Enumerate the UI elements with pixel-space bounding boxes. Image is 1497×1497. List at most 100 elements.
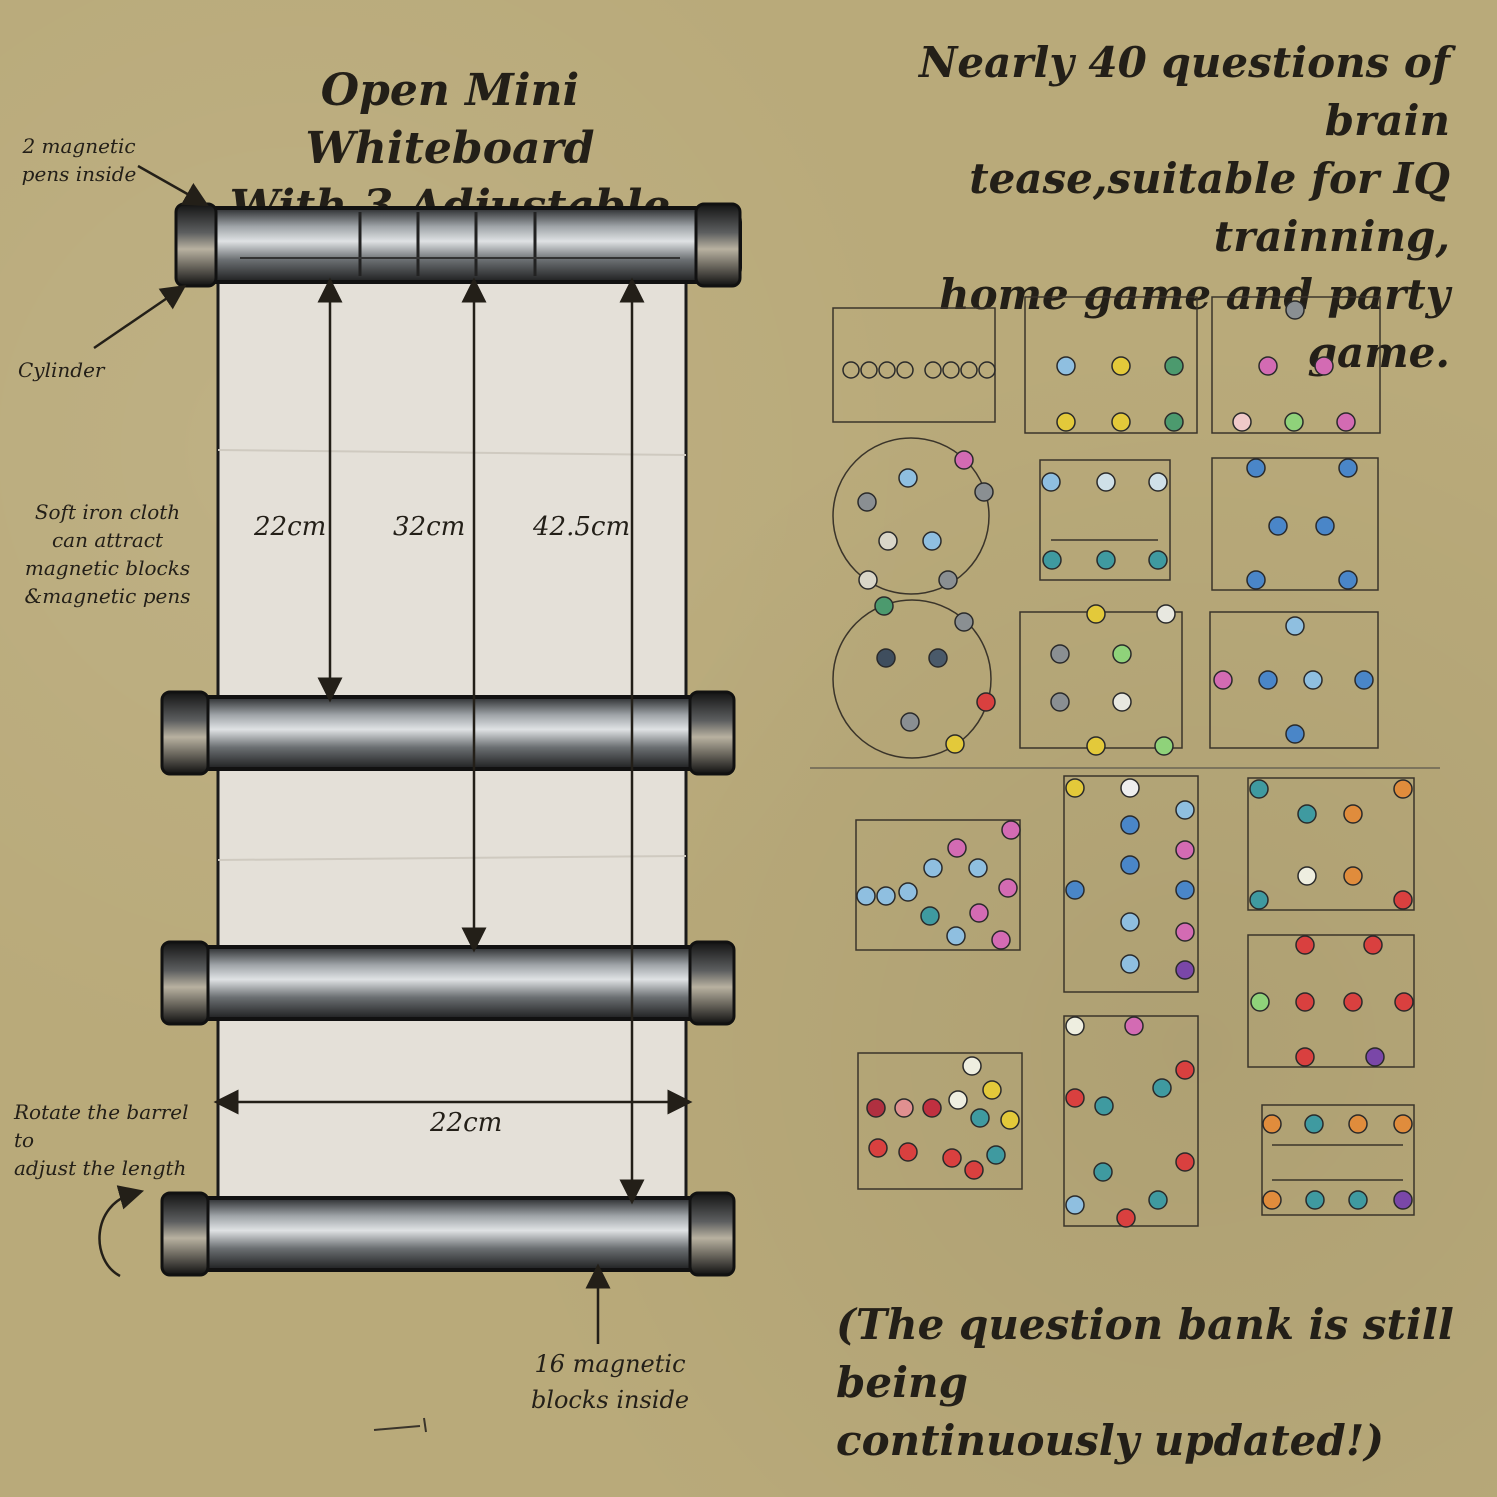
puzzle-panel xyxy=(1019,611,1183,749)
puzzle-dot xyxy=(1050,692,1070,712)
title-line-1: Open Mini Whiteboard xyxy=(305,65,595,174)
puzzle-dot xyxy=(842,361,860,379)
puzzle-dot xyxy=(1056,356,1076,376)
puzzle-dot xyxy=(1086,736,1106,756)
puzzle-dot xyxy=(1336,412,1356,432)
puzzle-dot xyxy=(948,1090,968,1110)
puzzle-dot xyxy=(978,361,996,379)
puzzle-dot xyxy=(1148,472,1168,492)
puzzle-panel xyxy=(1024,296,1198,434)
puzzle-dot xyxy=(1363,935,1383,955)
puzzle-dot xyxy=(991,930,1011,950)
puzzle-dot xyxy=(976,692,996,712)
puzzle-dot xyxy=(868,1138,888,1158)
puzzle-dot xyxy=(878,361,896,379)
puzzle-panel xyxy=(832,599,992,759)
top-cylinder xyxy=(174,202,742,288)
puzzle-panel xyxy=(1039,459,1171,581)
puzzle-panel xyxy=(832,437,990,595)
puzzle-dot xyxy=(1175,960,1195,980)
footnote: (The question bank is still being contin… xyxy=(836,1296,1476,1470)
cloth-callout-line-3: magnetic blocks xyxy=(24,556,191,580)
puzzle-dot xyxy=(1050,644,1070,664)
puzzle-dot xyxy=(1120,855,1140,875)
puzzle-dot xyxy=(1249,890,1269,910)
puzzle-dot xyxy=(954,612,974,632)
puzzle-dot xyxy=(857,492,877,512)
puzzle-dot xyxy=(866,1098,886,1118)
puzzle-dot xyxy=(964,1160,984,1180)
puzzle-dot xyxy=(946,926,966,946)
puzzle-dot xyxy=(1258,670,1278,690)
pens-callout-arrow xyxy=(137,164,209,207)
puzzle-dot xyxy=(1338,458,1358,478)
cloth-crease xyxy=(217,449,687,456)
dimension-label-32cm: 32cm xyxy=(393,512,466,542)
puzzle-dot xyxy=(1303,670,1323,690)
cylinder-callout: Cylinder xyxy=(18,358,105,382)
puzzle-dot xyxy=(1065,1016,1085,1036)
pens-callout: 2 magnetic pens inside xyxy=(14,132,144,188)
puzzle-dot xyxy=(1116,1208,1136,1228)
puzzle-dot xyxy=(1305,1190,1325,1210)
puzzle-dot xyxy=(1365,1047,1385,1067)
puzzle-dot xyxy=(1285,300,1305,320)
dimension-label-width: 22cm xyxy=(430,1108,503,1138)
puzzle-dot xyxy=(898,468,918,488)
puzzle-dot xyxy=(1343,804,1363,824)
puzzle-dot xyxy=(1295,992,1315,1012)
puzzle-panel xyxy=(1063,1015,1199,1227)
puzzle-panel xyxy=(1247,934,1415,1068)
cylinder-callout-arrow xyxy=(93,284,187,350)
puzzle-dot xyxy=(1393,890,1413,910)
headline-line-3: home game and party game. xyxy=(939,270,1450,377)
puzzle-dot xyxy=(974,482,994,502)
puzzle-panel xyxy=(1209,611,1379,749)
cloth-callout-line-1: Soft iron cloth xyxy=(34,500,181,524)
puzzle-dot xyxy=(894,1098,914,1118)
puzzle-dot xyxy=(954,450,974,470)
puzzle-panel xyxy=(857,1052,1023,1190)
puzzle-dot xyxy=(1285,616,1305,636)
puzzle-dot xyxy=(942,1148,962,1168)
puzzle-dot xyxy=(1314,356,1334,376)
puzzle-dot xyxy=(1065,778,1085,798)
puzzle-dot xyxy=(1093,1162,1113,1182)
puzzle-dot xyxy=(1120,912,1140,932)
puzzle-dot xyxy=(1086,604,1106,624)
puzzle-dot xyxy=(1232,412,1252,432)
puzzle-dot xyxy=(874,596,894,616)
puzzle-dot xyxy=(1096,472,1116,492)
puzzle-dot xyxy=(1297,866,1317,886)
puzzle-dot xyxy=(1213,670,1233,690)
puzzle-dot xyxy=(1348,1114,1368,1134)
roller-22cm xyxy=(160,690,736,776)
puzzle-dot xyxy=(1393,1114,1413,1134)
blocks-callout: 16 magnetic blocks inside xyxy=(520,1346,700,1418)
dimension-label-42cm: 42.5cm xyxy=(533,512,631,542)
headline: Nearly 40 questions of brain tease,suita… xyxy=(800,34,1450,382)
blocks-callout-line-1: 16 magnetic xyxy=(534,1350,686,1378)
doodle-mark xyxy=(373,1417,427,1433)
footnote-line-2: continuously updated!) xyxy=(836,1416,1385,1465)
puzzle-dot xyxy=(1175,1060,1195,1080)
puzzle-dot xyxy=(922,1098,942,1118)
puzzle-dot xyxy=(1056,412,1076,432)
rotate-callout-line-1: Rotate the barrel to xyxy=(14,1100,189,1152)
puzzle-dot xyxy=(1175,880,1195,900)
puzzle-panel xyxy=(1261,1104,1415,1216)
blocks-callout-line-2: blocks inside xyxy=(530,1386,690,1414)
puzzle-panel xyxy=(1063,775,1199,993)
puzzle-dot xyxy=(928,648,948,668)
puzzle-dot xyxy=(898,1142,918,1162)
puzzle-dot xyxy=(1268,516,1288,536)
roller-42cm xyxy=(160,1191,736,1277)
pens-callout-line-2: pens inside xyxy=(21,162,137,186)
puzzle-dot xyxy=(1120,778,1140,798)
puzzle-dot xyxy=(876,886,896,906)
puzzle-dot xyxy=(920,906,940,926)
puzzle-panel xyxy=(855,819,1021,951)
puzzle-dot xyxy=(947,838,967,858)
puzzle-panel xyxy=(1211,457,1379,591)
